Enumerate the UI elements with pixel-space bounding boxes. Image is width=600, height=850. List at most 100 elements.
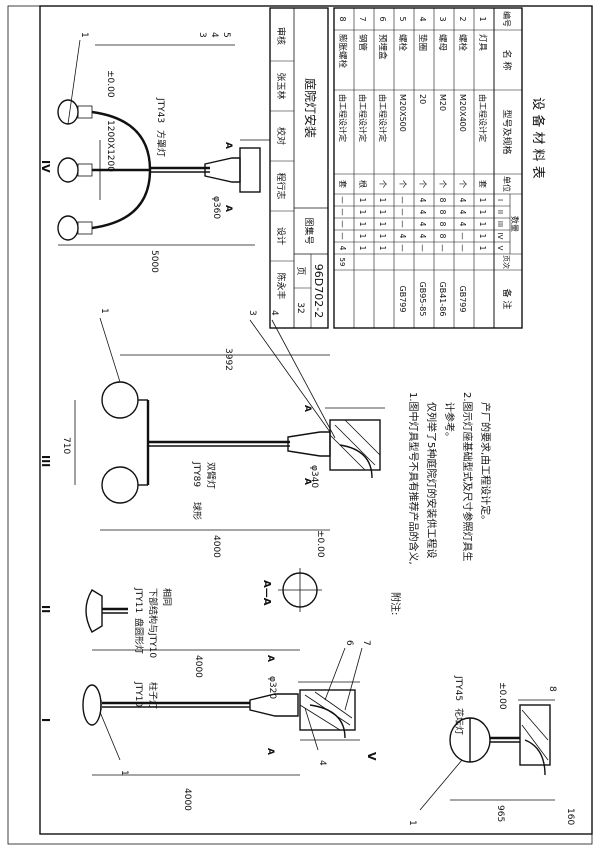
view-3-item-1: 1 bbox=[99, 308, 109, 314]
view-2-height: 4000 bbox=[193, 655, 203, 678]
view-3-globe-left bbox=[101, 381, 139, 419]
view-4-section-label-bottom: A bbox=[223, 205, 233, 212]
view-3-level: ±0.00 bbox=[315, 530, 325, 558]
view-4-roman: IV bbox=[39, 160, 52, 173]
view-1-foundation bbox=[299, 689, 356, 731]
row-7-qty-5: 1 bbox=[358, 246, 367, 251]
th-unit: 单位 bbox=[502, 176, 512, 192]
row-2-qty-2: 4 bbox=[458, 210, 467, 215]
view-4-item-3: 3 bbox=[197, 32, 207, 38]
view-1-roman: I bbox=[39, 718, 52, 722]
row-5-qty-3: — bbox=[398, 220, 407, 228]
view-4-pole-dia: φ360 bbox=[211, 196, 221, 219]
view-3-item-4: 4 bbox=[269, 310, 279, 316]
view-1-lamp-name: 柱子灯 bbox=[147, 682, 159, 709]
view-4-foundation bbox=[239, 147, 261, 193]
view-4-item-4: 4 bbox=[209, 32, 219, 38]
th-qty-3: III bbox=[496, 221, 504, 227]
row-3-qty-3: 8 bbox=[438, 222, 447, 227]
view-1-jty10: I 4000 JTY10 柱子灯 φ320 A A 1 4 6 7 bbox=[39, 640, 371, 811]
view-1-section-label-bottom: A bbox=[265, 655, 275, 662]
view-3-height: 4000 bbox=[211, 535, 221, 558]
row-7-qty-2: 1 bbox=[358, 210, 367, 215]
view-3-section-label-bottom: A bbox=[302, 478, 312, 485]
row-8-qty-3: — bbox=[338, 220, 347, 228]
view-4-item-5: 5 bbox=[221, 32, 231, 38]
notes-line-4: 2.图示灯座基础型式及尺寸参照灯具生 bbox=[461, 392, 474, 562]
row-6-qty-2: 1 bbox=[378, 210, 387, 215]
view-1-height: 4000 bbox=[182, 788, 192, 811]
row-7-no: 7 bbox=[358, 16, 367, 21]
view-4-height: 5000 bbox=[149, 250, 159, 273]
view-5-base: 160 bbox=[565, 808, 575, 825]
row-7-qty-4: 1 bbox=[358, 234, 367, 239]
row-6-name: 预埋盒 bbox=[377, 34, 388, 60]
th-qty: 数量 bbox=[510, 216, 520, 232]
row-1-qty-2: 1 bbox=[478, 210, 487, 215]
view-2-note-1: 下部结构与JTY10 bbox=[147, 588, 159, 658]
th-spec: 型号及规格 bbox=[501, 109, 513, 154]
row-3-remark: GB41-86 bbox=[438, 282, 447, 317]
row-7-qty-1: 1 bbox=[358, 198, 367, 203]
row-4-spec: 20 bbox=[418, 94, 427, 104]
materials-title: 设 备 材 料 表 bbox=[530, 97, 546, 179]
row-4-qty-1: 4 bbox=[418, 198, 427, 203]
row-6-qty-3: 1 bbox=[378, 222, 387, 227]
row-6-qty-1: 1 bbox=[378, 198, 387, 203]
view-3-lamp-code: JTY89 bbox=[191, 461, 201, 487]
check-sig: 程行志 bbox=[275, 172, 287, 199]
view-1-conduit bbox=[309, 704, 346, 739]
th-name: 名 称 bbox=[501, 50, 513, 71]
view-2-lamp-head bbox=[85, 589, 103, 633]
view-3-globe-right bbox=[101, 466, 139, 504]
row-8-qty-5: 4 bbox=[338, 246, 347, 251]
row-3-qty-2: 8 bbox=[438, 210, 447, 215]
page-label: 页 bbox=[295, 266, 306, 275]
row-4-qty-3: 4 bbox=[418, 222, 427, 227]
row-1-name: 灯具 bbox=[477, 34, 488, 52]
row-2-qty-3: 4 bbox=[458, 222, 467, 227]
th-qty-5: V bbox=[496, 246, 504, 251]
view-3-roman: III bbox=[39, 455, 52, 467]
view-2-roman: II bbox=[39, 605, 52, 613]
row-6-spec: 由工程设计定 bbox=[378, 94, 388, 142]
view-5-level: ±0.00 bbox=[497, 682, 507, 710]
view-5-lamp-code: JTY45 bbox=[453, 675, 463, 701]
th-page: 页次 bbox=[502, 255, 511, 269]
row-8-qty-4: — bbox=[338, 232, 347, 240]
th-qty-4: IV bbox=[496, 233, 504, 240]
row-2-remark: GB799 bbox=[458, 286, 467, 313]
row-2-unit: 个 bbox=[458, 180, 467, 188]
view-3-span: 710 bbox=[61, 437, 71, 454]
row-2-no: 2 bbox=[458, 16, 467, 21]
view-5-item-1: 1 bbox=[407, 820, 417, 826]
row-5-spec: M20X500 bbox=[398, 94, 407, 132]
view-3-pole-dia: φ340 bbox=[309, 465, 319, 488]
view-5-conduit bbox=[524, 739, 546, 776]
view-1-item-4: 4 bbox=[317, 760, 327, 766]
row-2-qty-4: — bbox=[458, 232, 467, 240]
view-3-top: 3992 bbox=[223, 348, 233, 371]
row-3-no: 3 bbox=[438, 16, 447, 21]
row-4-name: 垫圈 bbox=[417, 34, 428, 51]
design-label: 设计 bbox=[275, 227, 287, 245]
row-1-qty-1: 1 bbox=[478, 198, 487, 203]
row-6-unit: 个 bbox=[378, 180, 387, 188]
row-1-qty-4: 1 bbox=[478, 234, 487, 239]
row-7-unit: 根 bbox=[358, 180, 368, 188]
row-4-qty-4: 4 bbox=[418, 234, 427, 239]
view-3-lamp-name: 球形 bbox=[191, 502, 203, 520]
view-2-note-2: 相同 bbox=[161, 588, 173, 606]
row-1-no: 1 bbox=[478, 16, 487, 21]
row-5-qty-1: — bbox=[398, 196, 407, 204]
notes-line-1: 1.图中灯具型号不具有推荐产品的含义, bbox=[407, 392, 420, 565]
row-6-qty-5: 1 bbox=[378, 246, 387, 251]
row-5-unit: 个 bbox=[398, 180, 407, 188]
row-4-remark: GB95-85 bbox=[418, 282, 427, 317]
row-2-qty-5: — bbox=[458, 244, 467, 252]
view-5-roman: V bbox=[365, 752, 378, 761]
row-8-name: 膨胀螺栓 bbox=[337, 34, 348, 69]
view-4-arms bbox=[91, 110, 152, 230]
view-4-lamp-center bbox=[57, 157, 79, 183]
